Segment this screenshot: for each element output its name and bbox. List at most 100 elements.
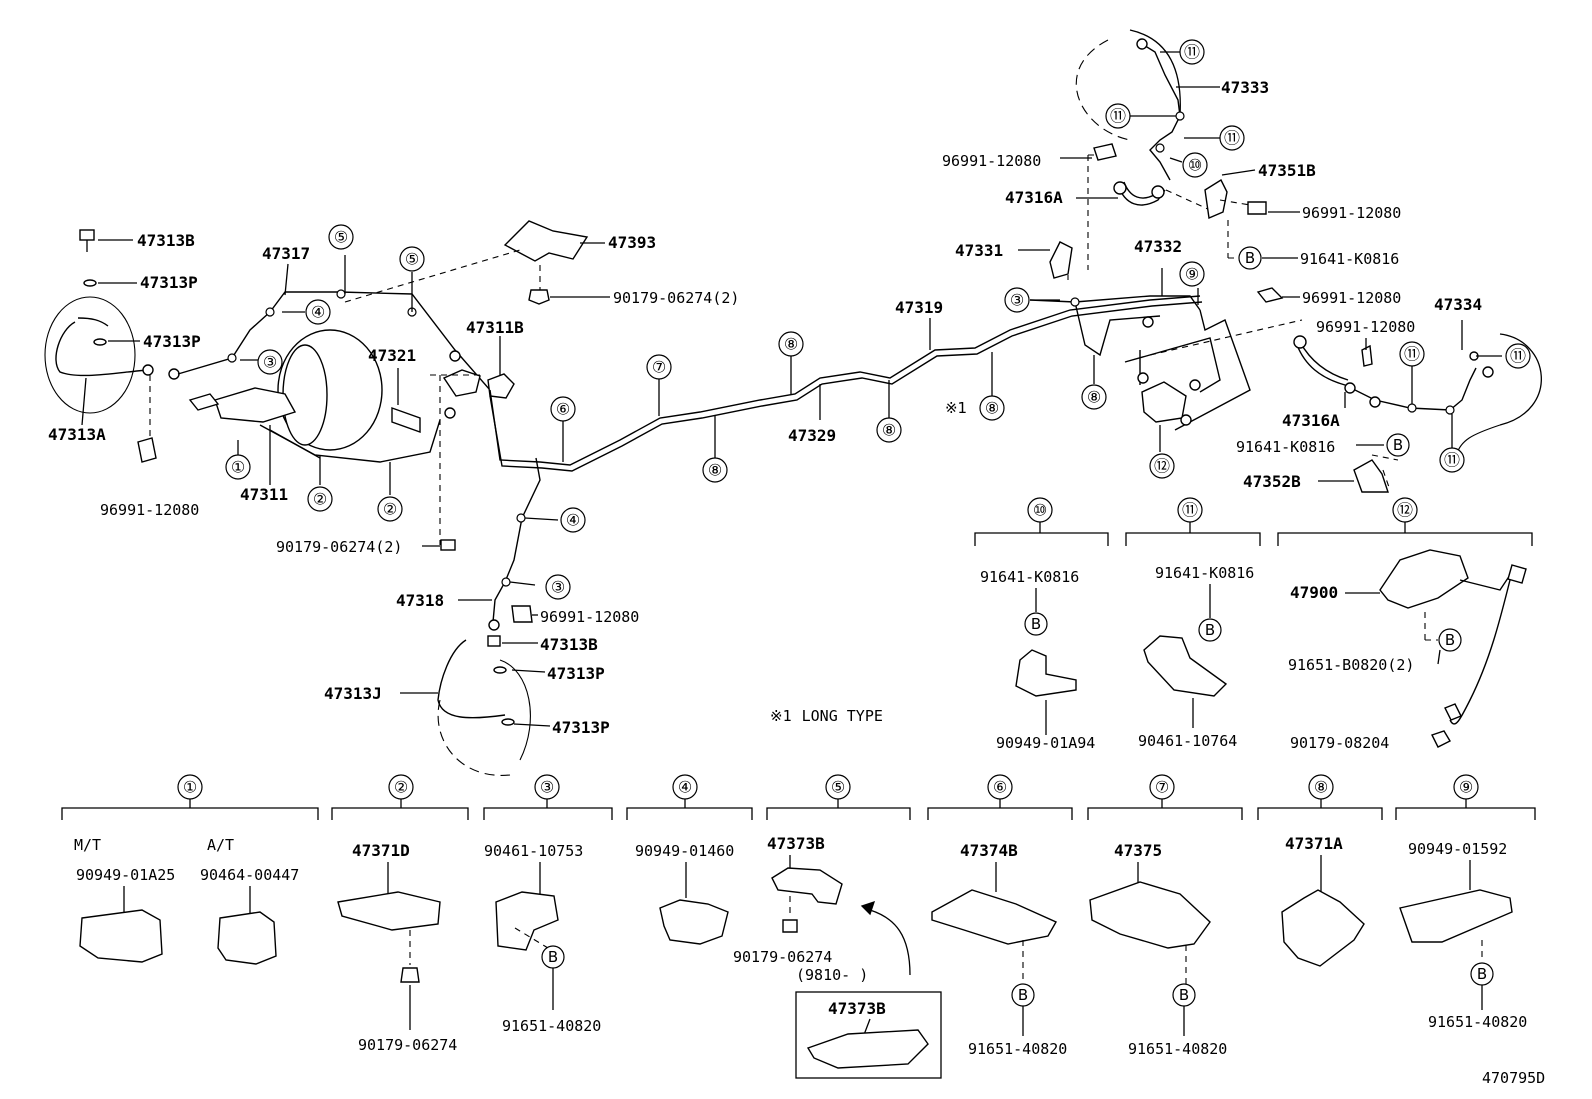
label-47352B: 47352B: [1243, 472, 1301, 491]
clip-icon: [771, 867, 843, 905]
svg-text:②: ②: [383, 500, 397, 519]
label-90461-10764: 90461-10764: [1138, 732, 1237, 750]
detail-5: ⑤ 47373B 90179-06274 (9810- ) 47373B: [733, 774, 942, 1079]
detail-6: ⑥ 47374B B 91651-40820: [927, 774, 1073, 1058]
clamp-icon: [1015, 649, 1077, 697]
label-90179-06274: 90179-06274: [358, 1036, 457, 1054]
label-47311: 47311: [240, 485, 288, 504]
label-47373B: 47373B: [767, 834, 825, 853]
label-96991-12080: 96991-12080: [1302, 289, 1401, 307]
callout-10: ⑩: [1188, 156, 1202, 175]
label-96991-12080: 96991-12080: [100, 501, 199, 519]
svg-text:⑤: ⑤: [334, 228, 348, 247]
clip-icon: [806, 1029, 929, 1069]
label-47313B: 47313B: [137, 231, 195, 250]
detail-12: ⑫ 47900 B 91651-B0820(2) 90179-08204: [1277, 497, 1533, 752]
callout-8: ⑧: [1087, 388, 1101, 407]
clip-icon: [137, 437, 157, 463]
bolt-icon: [782, 919, 798, 933]
rear-right-group: 47333 96991-12080 47316A 47351B 96991-12…: [942, 29, 1542, 493]
label-47318: 47318: [396, 591, 444, 610]
label-47313P: 47313P: [143, 332, 201, 351]
svg-text:③: ③: [263, 353, 277, 372]
svg-text:B: B: [1031, 615, 1041, 633]
label-90949-01A25: 90949-01A25: [76, 866, 175, 884]
long-type-mark: ※1: [945, 399, 967, 417]
diagram-code: 470795D: [1482, 1069, 1545, 1087]
svg-text:⑨: ⑨: [1459, 778, 1473, 797]
callout-4: ④: [566, 511, 580, 530]
label-47371A: 47371A: [1285, 834, 1343, 853]
label-47331: 47331: [955, 241, 1003, 260]
callout-11: ⑪: [1444, 451, 1460, 470]
label-47313B: 47313B: [540, 635, 598, 654]
label-47321: 47321: [368, 346, 416, 365]
detail-2: ② 47371D 90179-06274: [331, 774, 469, 1054]
label-47334: 47334: [1434, 295, 1482, 314]
master-cylinder: [214, 387, 297, 423]
clamp-icon: [931, 889, 1057, 945]
svg-text:⑩: ⑩: [1033, 501, 1047, 520]
booster-face: [282, 344, 328, 446]
label-47371D: 47371D: [352, 841, 410, 860]
svg-text:⑥: ⑥: [993, 778, 1007, 797]
callout-12: ⑫: [1154, 457, 1170, 476]
washer-icon: [93, 338, 107, 346]
washer-icon: [83, 279, 97, 287]
detail-8: ⑧ 47371A: [1257, 774, 1383, 967]
callout-8: ⑧: [985, 399, 999, 418]
center-lines-group: 47318 96991-12080 47313B 47313P 47313J 4…: [324, 295, 1203, 776]
detail-11: ⑪ 91641-K0816 B 90461-10764: [1125, 497, 1261, 750]
label-at: A/T: [207, 836, 234, 854]
label-47313P: 47313P: [140, 273, 198, 292]
callout-11: ⑪: [1184, 43, 1200, 62]
label-range: (9810- ): [796, 966, 868, 984]
label-96991-12080: 96991-12080: [540, 608, 639, 626]
callout-3: ③: [1010, 291, 1024, 310]
detail-3: ③ 90461-10753 B 91651-40820: [483, 774, 613, 1035]
label-90179-06274-2: 90179-06274(2): [276, 538, 402, 556]
svg-text:B: B: [1477, 965, 1487, 983]
label-mt: M/T: [74, 836, 101, 854]
detail-4: ④ 90949-01460: [626, 774, 753, 945]
bolt-icon: [400, 967, 420, 983]
clamp-mt-icon: [79, 909, 163, 963]
hose-end: [77, 317, 109, 327]
label-90949-01A94: 90949-01A94: [996, 734, 1095, 752]
bracket-47393: [503, 220, 589, 262]
master-cylinder-group: 47317 47393 90179-06274(2) 47321 47311B …: [177, 220, 739, 556]
svg-text:B: B: [1205, 621, 1215, 639]
label-91651-40820: 91651-40820: [1128, 1040, 1227, 1058]
label-47319: 47319: [895, 298, 943, 317]
callout-2: [377, 496, 403, 522]
label-91651-40820: 91651-40820: [968, 1040, 1067, 1058]
label-47313P: 47313P: [547, 664, 605, 683]
detail-1: ① M/T A/T 90949-01A25 90464-00447: [61, 774, 319, 965]
callout-8: ⑧: [882, 421, 896, 440]
label-96991-12080: 96991-12080: [1302, 204, 1401, 222]
svg-text:①: ①: [183, 778, 197, 797]
label-90179-06274: 90179-06274: [733, 948, 832, 966]
callout-8: ⑧: [784, 335, 798, 354]
valve-icon: [391, 407, 421, 433]
bolt-icon: [487, 635, 501, 647]
svg-text:⑦: ⑦: [1155, 778, 1169, 797]
label-91651-40820: 91651-40820: [1428, 1013, 1527, 1031]
label-47313P: 47313P: [552, 718, 610, 737]
callout-11: ⑪: [1404, 345, 1420, 364]
label-90179-08204: 90179-08204: [1290, 734, 1389, 752]
proportioning-valve: [1141, 381, 1187, 423]
callout-1: [225, 454, 251, 480]
label-47329: 47329: [788, 426, 836, 445]
clip-icon: [511, 605, 533, 623]
wheel-outline: [44, 296, 136, 414]
svg-text:⑪: ⑪: [1182, 501, 1198, 520]
label-47374B: 47374B: [960, 841, 1018, 860]
label-47333: 47333: [1221, 78, 1269, 97]
valve-47900: [1379, 549, 1469, 609]
fitting-icon: [168, 368, 180, 380]
detail-9: ⑨ 90949-01592 B 91651-40820: [1395, 774, 1536, 1031]
label-90179-06274-2: 90179-06274(2): [613, 289, 739, 307]
bracket-icon: [442, 369, 481, 397]
